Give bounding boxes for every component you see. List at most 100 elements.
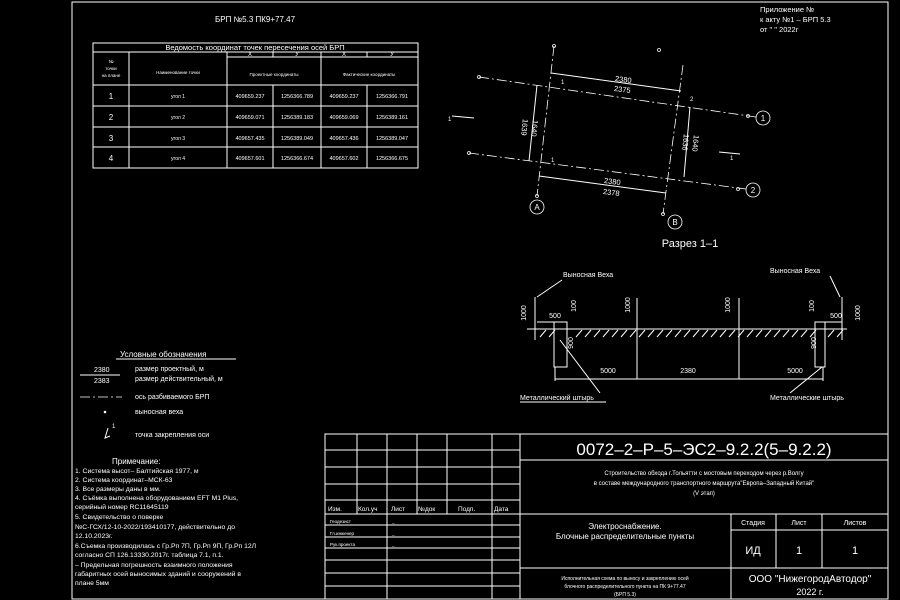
note-line: 2. Система координат–МСК-63	[75, 477, 173, 484]
section-mark: 1	[448, 117, 452, 123]
plan-view: 1 2 А В 2380 2375 2380 2378 1640 1639 16…	[448, 44, 771, 250]
tb-header: Лист	[391, 506, 405, 513]
document-code: 0072–2–Р–5–ЭС2–9.2.2(5–9.2.2)	[576, 440, 831, 459]
table-cell: угол 3	[171, 136, 185, 142]
legend: Условные обозначения 2380 2383 размер пр…	[80, 350, 236, 439]
coordinates-table: Ведомость координат точек пересечения ос…	[92, 42, 419, 169]
legend-label: точка закрепления оси	[135, 432, 209, 439]
doc-name-line: блочного распределительного пункта на ПК…	[564, 584, 685, 590]
axis-line-2	[468, 152, 747, 190]
table-cell: 1256389.161	[376, 115, 408, 121]
axis-line-b	[662, 64, 684, 215]
table-cell: 2	[109, 113, 114, 122]
tb-header: №док	[418, 506, 435, 513]
axis-marker-b: В	[672, 218, 677, 227]
project-line: Строительство обхода г.Тольятти с мостов…	[604, 471, 803, 477]
dim-right-actual: 1636	[680, 133, 691, 151]
dim-bottom-design: 2380	[603, 176, 621, 187]
tb-role-value: _	[391, 519, 395, 524]
dim-bottom-actual: 2378	[602, 187, 620, 198]
doc-name-line: Исполнительная схема по выносу и закрепл…	[561, 575, 689, 582]
brp-title: БРП №5.3 ПК9+77.47	[215, 15, 296, 24]
stage-label: Стадия	[741, 520, 765, 527]
table-cell: 1256389.047	[376, 136, 408, 142]
axis-marker-1: 1	[761, 114, 766, 123]
table-cell: 3	[109, 134, 114, 143]
notes: Примечание: 1. Система высот– Балтийская…	[75, 457, 256, 587]
note-line: согласно СП 126.13330.2017г. таблица 7.1…	[75, 551, 224, 559]
section-mark: 1	[730, 156, 734, 162]
note-line: 3. Все размеры даны в мм.	[75, 486, 161, 493]
dim-1000: 1000	[855, 305, 862, 321]
sheet-label: Лист	[791, 520, 807, 527]
col-header: Наименование точки	[156, 70, 200, 75]
axis-marker-2: 2	[751, 186, 756, 195]
corner-label: 1	[561, 80, 565, 86]
tb-header: Подп.	[458, 506, 475, 513]
tb-header: Кол.уч	[358, 506, 378, 513]
dim-900: 900	[811, 337, 818, 349]
col-header: на плане	[102, 73, 121, 78]
pin-label-left: Металлический штырь	[520, 394, 594, 402]
table-cell: 409657.435	[235, 136, 264, 142]
table-cell: 409657.436	[329, 136, 358, 142]
note-line: №С-ГСХ/12-10-2022/193410177, действитель…	[75, 523, 235, 531]
col-header: №	[109, 59, 114, 64]
legend-size-design: 2380	[94, 367, 110, 374]
tb-header: Изм.	[328, 506, 342, 513]
note-line: 5. Свидетельство о поверке	[75, 514, 163, 521]
dim-left-actual: 1639	[519, 118, 530, 136]
legend-label: размер действительный, м	[135, 375, 223, 383]
dim-2380: 2380	[680, 368, 696, 375]
dim-500: 500	[549, 313, 561, 320]
dim-left-design: 1640	[529, 119, 540, 137]
col-header: Проектные координаты	[249, 72, 298, 77]
table-cell: 1256366.791	[376, 94, 408, 100]
table-cell: угол 4	[171, 156, 185, 162]
axis-marker-a: А	[534, 203, 540, 212]
dim-1000: 1000	[725, 297, 732, 313]
dim-5000: 5000	[600, 368, 616, 375]
appendix-line: Приложение №	[760, 5, 814, 14]
note-line: 4. Съёмка выполнена оборудованием EFT M1…	[75, 494, 238, 502]
notes-title: Примечание:	[112, 457, 161, 466]
tb-role-value: _	[391, 531, 395, 536]
table-cell: угол 1	[171, 94, 185, 100]
sheet-frame	[71, 1, 889, 600]
stake-dot-icon	[103, 410, 107, 414]
note-line: серийный номер RC11645119	[75, 503, 169, 511]
note-line: плане 5мм	[75, 580, 109, 587]
corner-label: 2	[690, 97, 694, 103]
tb-role-value: _	[391, 542, 395, 547]
appendix-note: Приложение № к акту №1 – БРП 5.3 от " " …	[760, 5, 831, 34]
dim-1000: 1000	[625, 297, 632, 313]
table-cell: 1256366.674	[281, 156, 313, 162]
dim-right-design: 1640	[690, 134, 701, 152]
company-name: ООО "НижегородАвтодор"	[749, 574, 872, 585]
doc-name-line: (БРП 5.3)	[614, 592, 636, 598]
legend-label: выносная веха	[135, 409, 183, 416]
corner-label: 1	[551, 158, 555, 164]
table-cell: 1256366.789	[281, 94, 313, 100]
dim-top-actual: 2375	[613, 84, 631, 95]
table-cell: 409659.237	[329, 94, 358, 100]
pin-label-right: Металлические штырь	[770, 395, 844, 402]
table-cell: 1256389.183	[281, 115, 313, 121]
col-header-x: X	[342, 52, 346, 58]
tb-role: Геодезист	[330, 519, 351, 524]
col-header: точки	[105, 66, 117, 71]
legend-label: ось разбиваемого БРП	[135, 393, 209, 401]
table-cell: угол 2	[171, 115, 185, 121]
project-line: в составе международного транспортного м…	[594, 480, 815, 487]
appendix-line: к акту №1 – БРП 5.3	[760, 15, 831, 24]
table-cell: 1256389.049	[281, 136, 313, 142]
section-view: Выносная Веха Выносная Веха Металлически…	[520, 268, 862, 403]
note-line: 6.Съемка производилась с Гр.Рп 7П, Гр.Рп…	[75, 543, 256, 550]
stage-value: ИД	[745, 545, 761, 557]
col-header-y: У	[390, 52, 394, 58]
dim-100: 100	[571, 300, 578, 312]
section-title: Разрез 1–1	[662, 238, 718, 250]
dim-1000: 1000	[521, 305, 528, 321]
col-header: Фактические координаты	[343, 72, 396, 77]
